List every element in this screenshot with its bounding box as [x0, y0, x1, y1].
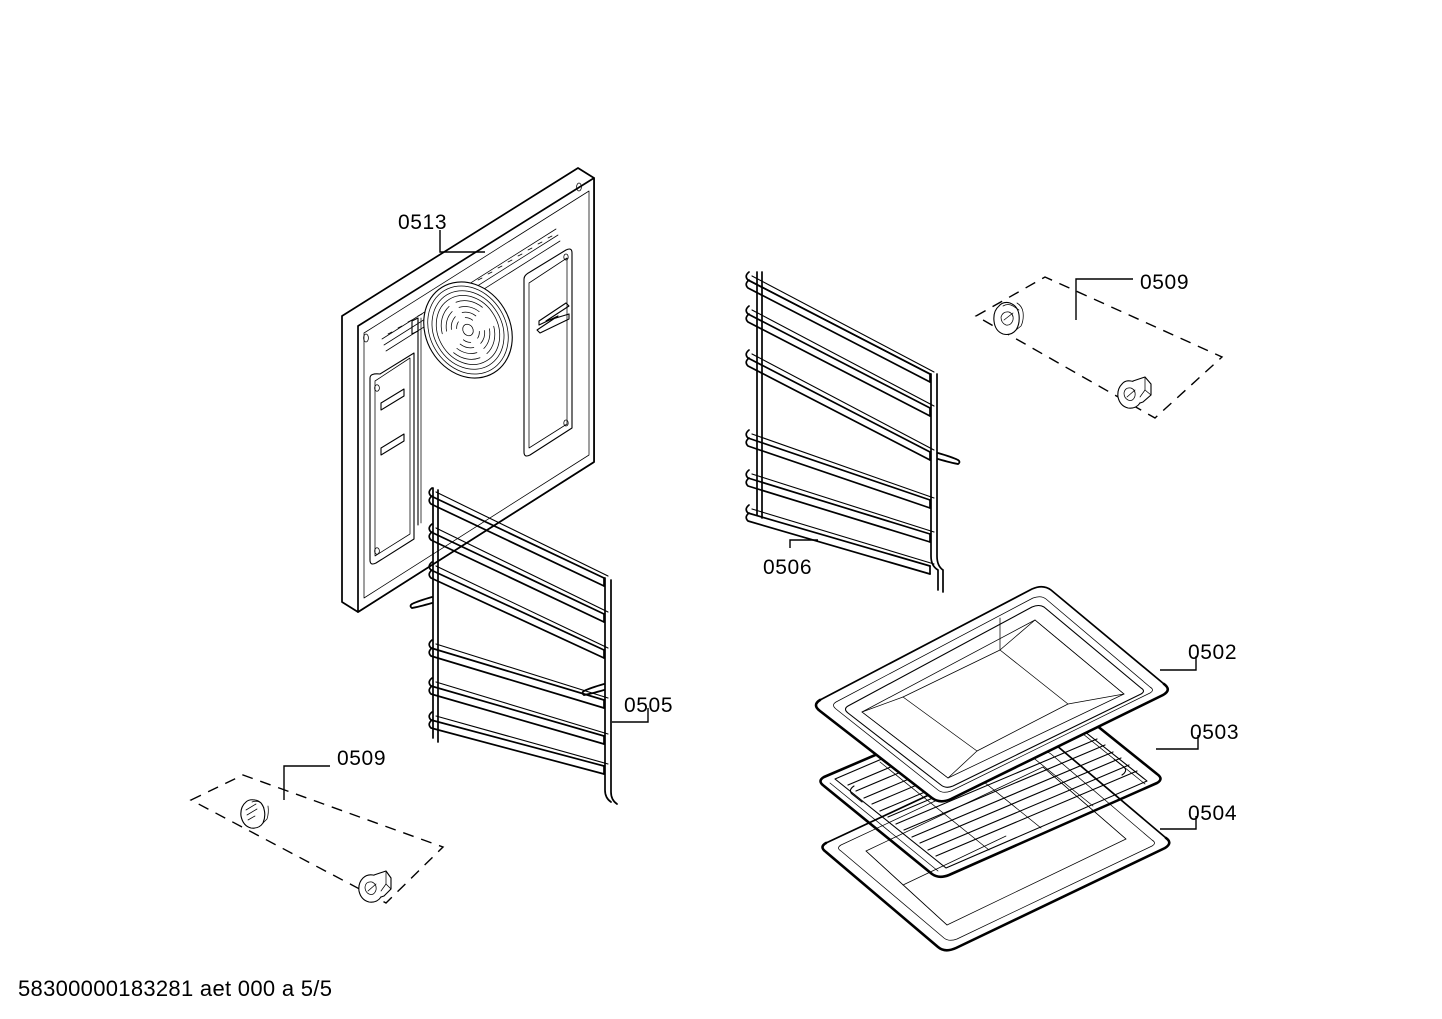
part-clip-group-0509-bottom	[189, 774, 445, 904]
callout-0506: 0506	[763, 556, 813, 579]
leader-0509-top	[1075, 278, 1133, 320]
part-shelf-rail-0506	[745, 271, 961, 593]
clip-hex-screw-icon	[1117, 376, 1152, 409]
part-deep-baking-tray-0502	[814, 585, 1170, 803]
leader-0503	[1156, 735, 1199, 750]
fan-grille-icon	[423, 281, 513, 379]
leader-0513	[439, 230, 485, 253]
dashed-enclosure-top	[974, 276, 1224, 419]
callout-0503: 0503	[1190, 721, 1240, 744]
leader-0506	[789, 539, 818, 548]
clip-hex-screw-icon	[358, 870, 392, 903]
document-footer-text: 58300000183281 aet 000 a 5/5	[18, 976, 333, 1001]
part-back-panel-0513	[341, 167, 595, 613]
part-clip-group-0509-top	[974, 276, 1224, 419]
leader-0502	[1160, 656, 1197, 671]
callout-0513: 0513	[398, 211, 448, 234]
leader-0504	[1160, 816, 1197, 830]
callout-0505: 0505	[624, 694, 674, 717]
dashed-enclosure-bottom	[189, 774, 445, 904]
leader-0509-bottom	[283, 765, 330, 800]
callout-0509-top: 0509	[1140, 271, 1190, 294]
clip-grommet-icon	[240, 799, 269, 829]
callout-0502: 0502	[1188, 641, 1238, 664]
callout-0509-bottom: 0509	[337, 747, 387, 770]
clip-grommet-icon	[993, 301, 1024, 336]
callout-0504: 0504	[1188, 802, 1238, 825]
part-shelf-rail-0505	[409, 487, 618, 805]
leader-0505	[612, 708, 649, 723]
